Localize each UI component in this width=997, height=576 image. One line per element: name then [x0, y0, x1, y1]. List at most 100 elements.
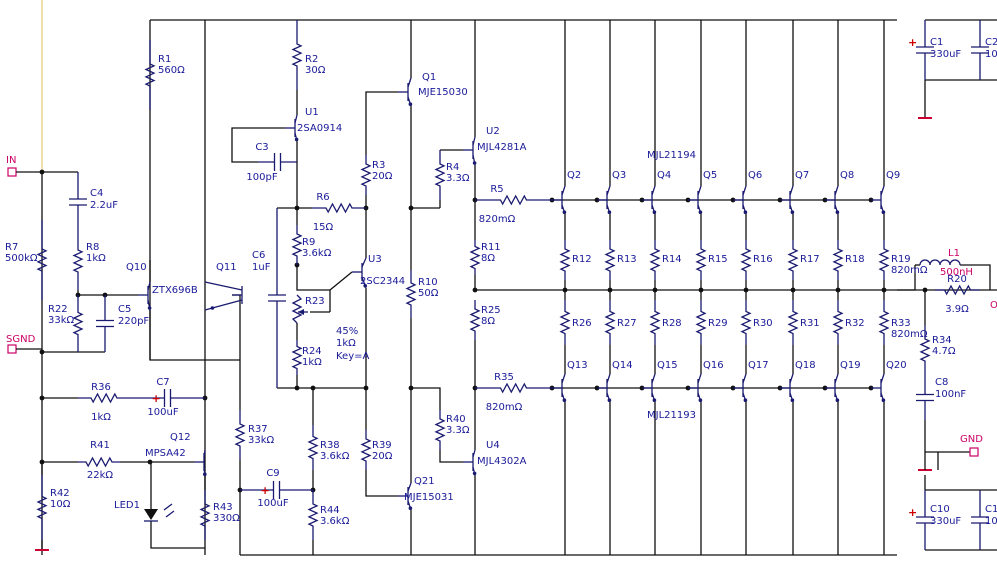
resistor-r40[interactable] — [434, 410, 446, 450]
transistor-q3[interactable] — [597, 185, 612, 215]
resistor-body — [878, 240, 890, 280]
resistor-r2[interactable] — [291, 20, 303, 90]
pot-r23[interactable] — [291, 294, 308, 324]
emitter-arrow — [698, 398, 703, 403]
emitter-arrow — [698, 210, 703, 214]
transistor-q4[interactable] — [642, 185, 657, 215]
transistor-q11[interactable] — [204, 281, 243, 311]
capacitor-c5[interactable] — [96, 295, 114, 352]
resistor-r15[interactable] — [695, 240, 707, 280]
resistor-r27[interactable] — [604, 300, 616, 345]
transistor-u4[interactable] — [463, 449, 477, 476]
resistor-r10[interactable] — [405, 270, 417, 318]
transistor-q15[interactable] — [642, 373, 657, 403]
transistor-q7[interactable] — [780, 185, 795, 215]
transistor-q17[interactable] — [733, 373, 748, 403]
resistor-r9[interactable] — [291, 225, 303, 265]
transistor-q13[interactable] — [552, 373, 567, 403]
capacitor-c7[interactable] — [130, 389, 205, 407]
r2-value: 30Ω — [305, 65, 326, 76]
sgnd-port[interactable] — [7, 344, 17, 354]
transistor-q19[interactable] — [825, 373, 840, 403]
resistor-r29[interactable] — [695, 300, 707, 345]
transistor-q10[interactable] — [138, 281, 152, 311]
r33-ref: R33 — [891, 318, 911, 329]
resistor-r43[interactable] — [199, 490, 211, 540]
transistor-u2[interactable] — [463, 136, 477, 166]
resistor-r42[interactable] — [36, 475, 48, 540]
resistor-r20[interactable] — [935, 284, 980, 296]
emitter-arrow — [652, 398, 657, 403]
transistor-q20[interactable] — [871, 373, 886, 403]
capacitor-c8[interactable] — [916, 375, 934, 420]
resistor-r12[interactable] — [559, 240, 571, 280]
transistor-q8[interactable] — [825, 185, 840, 215]
capacitor-c3[interactable] — [258, 153, 297, 171]
resistor-r31[interactable] — [787, 300, 799, 345]
resistor-r24[interactable] — [291, 340, 303, 375]
resistor-r11[interactable] — [469, 240, 481, 275]
transistor-q14[interactable] — [597, 373, 612, 403]
r10-ref: R10 — [418, 277, 438, 288]
resistor-r34[interactable] — [919, 325, 931, 375]
r7-ref: R7 — [5, 242, 18, 253]
transistor-u1[interactable] — [285, 114, 299, 142]
resistor-r6[interactable] — [312, 202, 366, 214]
transistor-lead — [789, 185, 794, 196]
transistor-lead — [651, 373, 656, 384]
gnd-port[interactable] — [969, 447, 979, 457]
led1[interactable] — [144, 503, 175, 522]
resistor-r19[interactable] — [878, 240, 890, 280]
resistor-r32[interactable] — [832, 300, 844, 345]
capacitor-c4[interactable] — [69, 172, 87, 232]
resistor-r30[interactable] — [740, 300, 752, 345]
r42-value: 10Ω — [50, 499, 71, 510]
resistor-r38[interactable] — [307, 425, 319, 470]
capacitor-c1[interactable] — [916, 20, 934, 80]
transistor-q6[interactable] — [733, 185, 748, 215]
resistor-r18[interactable] — [832, 240, 844, 280]
resistor-r14[interactable] — [649, 240, 661, 280]
resistor-r13[interactable] — [604, 240, 616, 280]
transistor-q18[interactable] — [780, 373, 795, 403]
r41-ref: R41 — [90, 440, 110, 451]
capacitor-c6[interactable] — [268, 208, 286, 388]
capacitor-c10[interactable] — [916, 490, 934, 550]
resistor-r8[interactable] — [72, 232, 84, 290]
resistor-r5[interactable] — [475, 194, 552, 206]
inductor-l1[interactable] — [919, 259, 961, 266]
resistor-r41[interactable] — [78, 456, 120, 468]
resistor-r37[interactable] — [234, 410, 246, 460]
resistor-r25[interactable] — [469, 300, 481, 340]
resistor-r7[interactable] — [36, 220, 48, 300]
resistor-r4[interactable] — [434, 150, 446, 200]
capacitor-c11[interactable] — [971, 490, 989, 550]
resistor-r16[interactable] — [740, 240, 752, 280]
r5-ref: R5 — [490, 184, 503, 195]
transistor-q12[interactable] — [194, 449, 207, 477]
transistor-q1[interactable] — [398, 77, 413, 107]
in-port[interactable] — [7, 167, 17, 177]
r29-ref: R29 — [708, 318, 728, 329]
emitter-arrow — [743, 210, 748, 214]
transistor-q5[interactable] — [688, 185, 703, 215]
resistor-r17[interactable] — [787, 240, 799, 280]
resistor-r22[interactable] — [72, 295, 84, 352]
resistor-r3[interactable] — [360, 155, 372, 195]
transistor-q2[interactable] — [552, 185, 567, 215]
transistor-u3[interactable] — [352, 257, 368, 289]
transistor-q16[interactable] — [688, 373, 703, 403]
light-arrow-icon — [165, 510, 175, 518]
resistor-r36[interactable] — [78, 392, 130, 404]
resistor-r44[interactable] — [307, 490, 319, 540]
resistor-r28[interactable] — [649, 300, 661, 345]
resistor-r33[interactable] — [878, 300, 890, 345]
resistor-r1[interactable] — [144, 40, 156, 110]
resistor-r35[interactable] — [475, 382, 552, 394]
resistor-r39[interactable] — [360, 430, 372, 470]
resistor-r26[interactable] — [559, 300, 571, 345]
transistor-q21[interactable] — [398, 482, 413, 511]
transistor-q9[interactable] — [871, 185, 886, 215]
capacitor-c2[interactable] — [971, 20, 989, 80]
capacitor-c9[interactable] — [240, 481, 313, 499]
